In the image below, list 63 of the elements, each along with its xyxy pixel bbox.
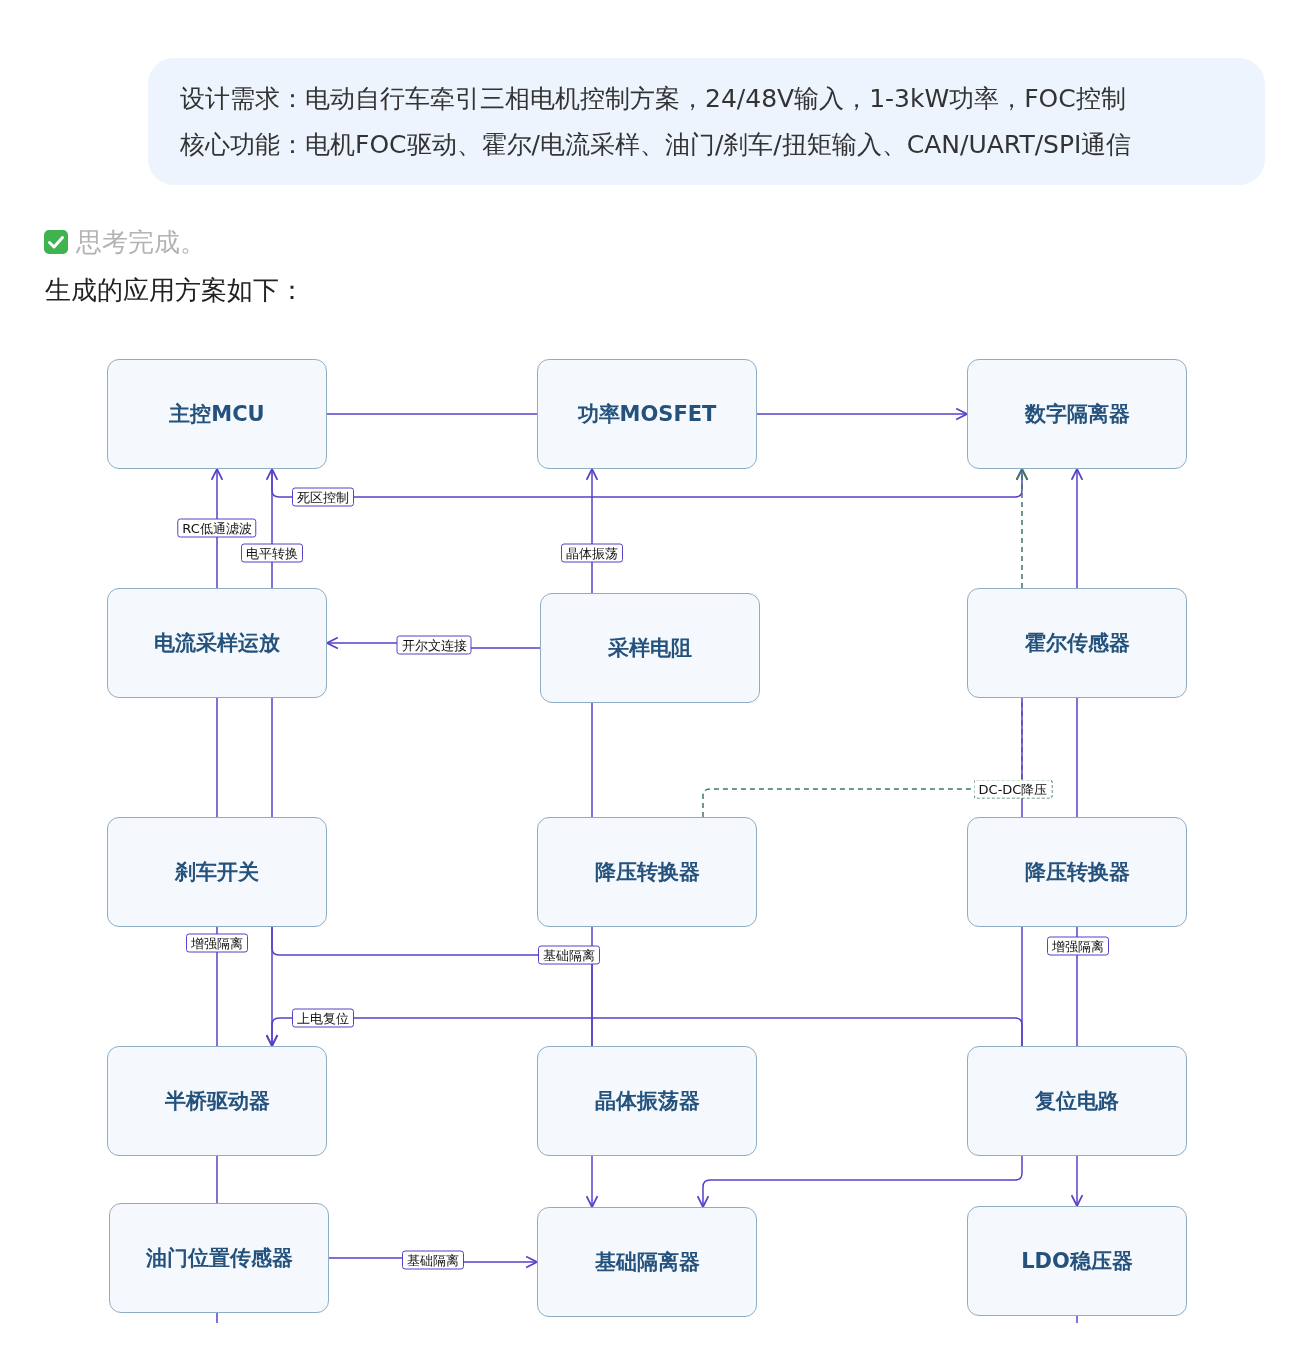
connector-line <box>1076 926 1078 1047</box>
arrow <box>1070 468 1084 589</box>
process-box <box>537 817 757 927</box>
connector-line <box>216 697 218 818</box>
status-text: 思考完成。 <box>76 226 206 259</box>
connector-line <box>591 702 593 818</box>
node-title: 降压转换器 <box>594 859 700 886</box>
connector-line <box>326 413 538 415</box>
process-box <box>967 1046 1187 1156</box>
process-box <box>537 359 757 469</box>
arrow <box>696 1155 1023 1208</box>
connector-line <box>1076 1315 1078 1324</box>
edge-label: 基础隔离 <box>402 1250 464 1270</box>
arrow <box>585 1155 599 1208</box>
edge-label: 死区控制 <box>292 487 354 507</box>
node-title: 晶体振荡器 <box>594 1088 700 1115</box>
arrow <box>265 1017 1023 1047</box>
connector-line <box>216 1312 218 1324</box>
arrow <box>1070 1155 1084 1207</box>
node-title: LDO稳压器 <box>1021 1248 1133 1275</box>
arrow <box>1015 468 1029 589</box>
process-box <box>107 359 327 469</box>
edge-label: 上电复位 <box>292 1008 354 1028</box>
arrow <box>756 407 968 421</box>
process-box <box>537 1207 757 1317</box>
process-box <box>109 1203 329 1313</box>
intro-text: 生成的应用方案如下： <box>45 274 305 307</box>
node-title: 主控MCU <box>169 401 265 428</box>
edge-label: 增强隔离 <box>1047 936 1109 956</box>
node-title: 降压转换器 <box>1024 859 1130 886</box>
connector-line <box>216 1155 218 1204</box>
edge-label: 基础隔离 <box>538 945 600 965</box>
connector-line <box>216 926 218 1047</box>
process-box <box>107 1046 327 1156</box>
node-title: 采样电阻 <box>608 635 692 662</box>
requirement-text: 核心功能：电机FOC驱动、霍尔/电流采样、油门/刹车/扭矩输入、CAN/UART/SPI通信 <box>180 128 1132 161</box>
process-box <box>967 359 1187 469</box>
requirement-text: 设计需求：电动自行车牵引三相电机控制方案，24/48V输入，1-3kW功率，FOC控制 <box>180 82 1126 115</box>
process-box <box>540 593 760 703</box>
node-title: 数字隔离器 <box>1024 401 1130 428</box>
process-box <box>107 817 327 927</box>
connector-line <box>1076 697 1078 818</box>
node-title: 霍尔传感器 <box>1024 630 1130 657</box>
edge-label: 增强隔离 <box>186 933 248 953</box>
node-title: 功率MOSFET <box>577 401 717 428</box>
process-box <box>967 817 1187 927</box>
edge-label: 晶体振荡 <box>561 543 623 563</box>
node-title: 复位电路 <box>1035 1088 1119 1115</box>
edge-label: 电平转换 <box>241 543 303 563</box>
edge-label: RC低通滤波 <box>177 518 257 538</box>
node-title: 刹车开关 <box>175 859 259 886</box>
node-title: 电流采样运放 <box>154 630 280 657</box>
arrow <box>210 468 224 589</box>
node-title: 半桥驱动器 <box>164 1088 270 1115</box>
process-box <box>537 1046 757 1156</box>
edge-label: 开尔文连接 <box>396 635 472 655</box>
node-title: 基础隔离器 <box>594 1249 700 1276</box>
process-box <box>967 1206 1187 1316</box>
connector-line <box>271 697 273 818</box>
node-title: 油门位置传感器 <box>145 1245 293 1272</box>
edge-label: DC-DC降压 <box>973 779 1053 799</box>
process-box <box>107 588 327 698</box>
process-box <box>967 588 1187 698</box>
